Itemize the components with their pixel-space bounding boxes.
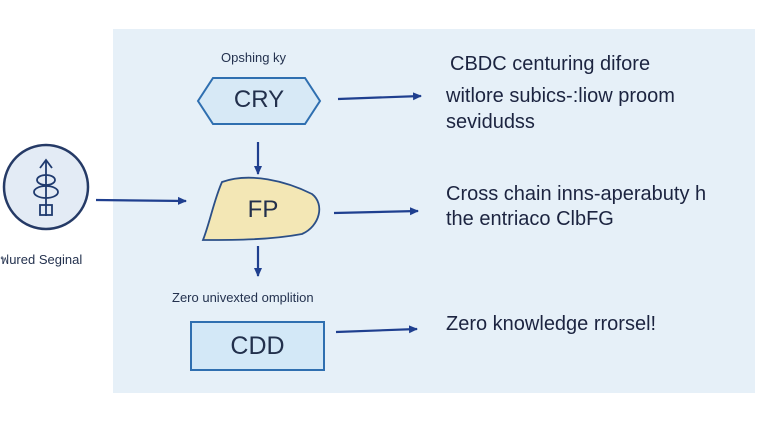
source-label: ฟured Seginal — [0, 252, 83, 267]
cry-label: CRY — [233, 86, 285, 113]
arrow-fp-to-output — [333, 207, 419, 216]
source-node — [2, 143, 90, 231]
antenna-icon — [33, 158, 59, 216]
output-line-2a: Cross chain inns-aperabuty h — [446, 183, 707, 205]
fp-label: FP — [247, 196, 279, 223]
top-caption: Opshing ky — [221, 50, 287, 65]
fp-blob — [201, 176, 321, 241]
output-line-1c: sevidudss — [446, 111, 535, 133]
cry-hexagon — [196, 77, 322, 125]
arrow-source-to-fp — [95, 196, 187, 205]
mid-caption: Zero univexted omplition — [172, 290, 314, 305]
cdd-label: CDD — [230, 332, 285, 360]
arrow-cry-to-output — [337, 92, 422, 101]
cdd-rect — [190, 321, 325, 371]
output-line-2b: the entriaco ClbFG — [446, 208, 614, 230]
output-line-3: Zero knowledge rrorsel! — [446, 313, 657, 335]
arrow-cdd-to-output — [335, 325, 418, 334]
output-line-1a: CBDC centuring difore — [450, 53, 651, 75]
output-line-1b: witlore subics-:liow proom — [446, 85, 675, 107]
